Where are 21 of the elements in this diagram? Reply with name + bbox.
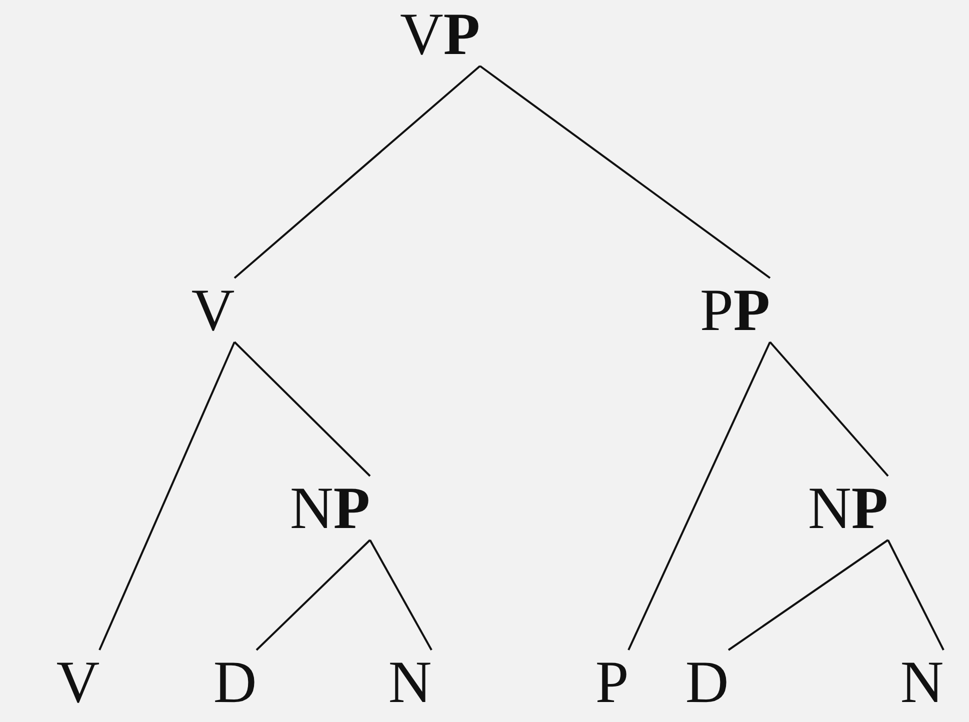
tree-node-label: P [595, 652, 629, 712]
tree-branch [234, 341, 371, 477]
tree-branch [769, 341, 889, 477]
tree-branch [728, 539, 889, 651]
tree-branch [887, 540, 944, 650]
tree-node-label: PP [700, 280, 770, 340]
tree-branch [98, 342, 236, 650]
tree-node-label: D [213, 652, 257, 712]
tree-branch [479, 65, 771, 279]
tree-node-label: V [191, 280, 235, 340]
tree-node-label: N [388, 652, 432, 712]
tree-branch [256, 539, 371, 651]
tree-branch [234, 65, 481, 279]
tree-branch [369, 540, 432, 650]
tree-node-label: NP [808, 478, 888, 538]
tree-node-label: N [900, 652, 944, 712]
tree-branch [628, 342, 771, 650]
tree-node-label: D [685, 652, 729, 712]
tree-node-label: VP [400, 4, 480, 64]
tree-node-label: NP [290, 478, 370, 538]
tree-node-label: V [56, 652, 100, 712]
